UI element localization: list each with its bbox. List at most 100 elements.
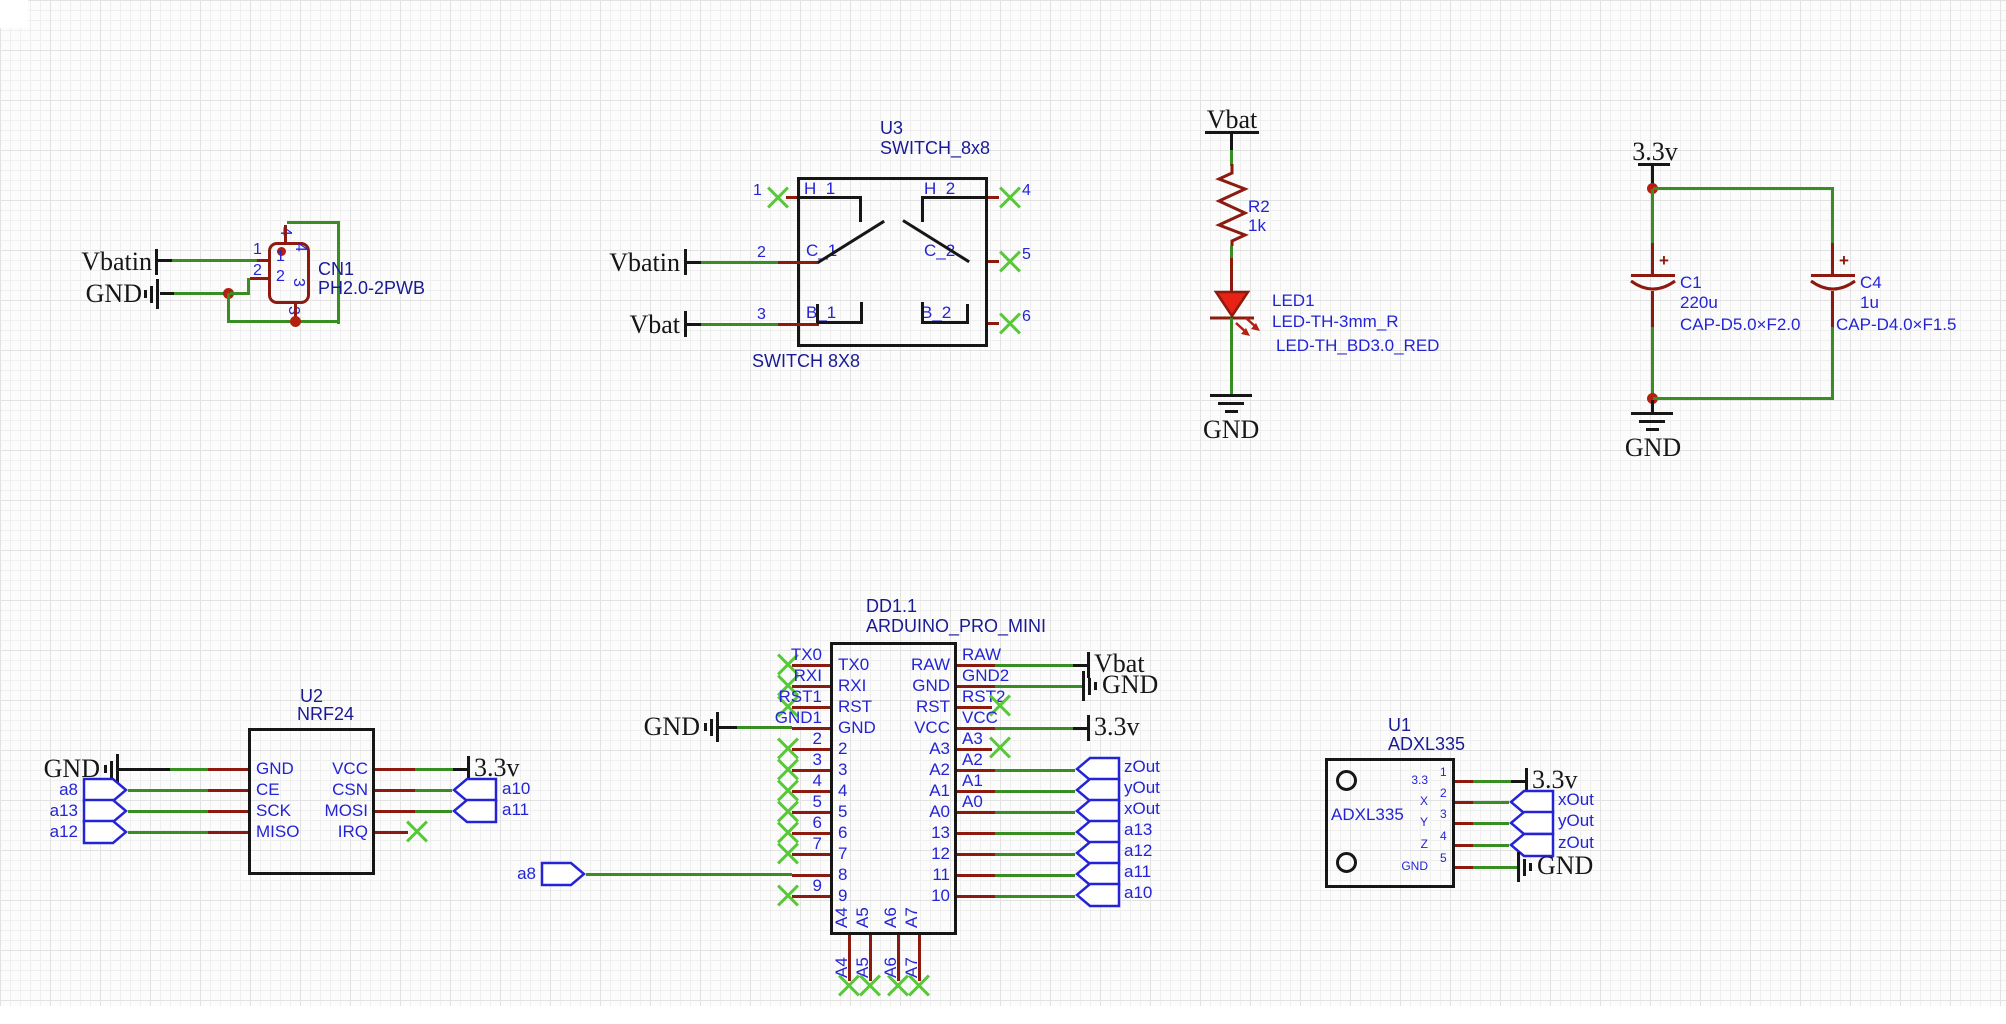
pin-stub[interactable] bbox=[778, 261, 819, 264]
pin-stub[interactable] bbox=[792, 853, 830, 856]
capacitor-curved-plate[interactable] bbox=[1809, 279, 1857, 297]
pin-stub[interactable] bbox=[1455, 780, 1473, 783]
wire-segment[interactable] bbox=[995, 832, 1075, 835]
pin-stub[interactable] bbox=[1651, 243, 1654, 276]
net-label[interactable]: TX0 bbox=[790, 645, 822, 664]
wire-segment[interactable] bbox=[995, 769, 1075, 772]
pin-stub[interactable] bbox=[792, 790, 830, 793]
part-reference[interactable]: DD1.1 bbox=[866, 596, 918, 616]
part-footprint[interactable]: CAP-D5.0×F2.0 bbox=[1680, 315, 1801, 334]
net-flag-icon[interactable] bbox=[452, 798, 498, 824]
net-flag-label[interactable]: yOut bbox=[1558, 811, 1594, 830]
net-port-label[interactable]: 3.3v bbox=[474, 753, 520, 782]
net-flag-icon[interactable] bbox=[1509, 832, 1555, 858]
part-reference[interactable]: CN1 bbox=[318, 259, 355, 279]
wire-segment[interactable] bbox=[1230, 318, 1233, 394]
wire-segment[interactable] bbox=[586, 873, 792, 876]
net-port-label[interactable]: GND bbox=[643, 712, 700, 741]
pin-stub[interactable] bbox=[250, 277, 268, 280]
pin-stub[interactable] bbox=[957, 685, 995, 688]
wire-segment[interactable] bbox=[227, 293, 230, 323]
net-flag-label[interactable]: a8 bbox=[517, 864, 536, 883]
wire-segment[interactable] bbox=[737, 726, 792, 729]
pin-stub[interactable] bbox=[294, 304, 297, 322]
wire-segment[interactable] bbox=[1831, 327, 1834, 397]
part-model[interactable]: LED-TH-3mm_R bbox=[1272, 312, 1399, 331]
capacitor-plate[interactable] bbox=[1811, 274, 1855, 277]
net-flag-label[interactable]: a13 bbox=[1124, 820, 1153, 839]
pin-stub[interactable] bbox=[957, 790, 995, 793]
pin-stub[interactable] bbox=[1455, 844, 1473, 847]
part-footprint[interactable]: CAP-D4.0×F1.5 bbox=[1836, 315, 1957, 334]
pin-stub[interactable] bbox=[792, 748, 830, 751]
wire-segment[interactable] bbox=[1230, 246, 1233, 258]
pin-stub[interactable] bbox=[957, 727, 995, 730]
pin-stub[interactable] bbox=[1831, 291, 1834, 327]
pin-stub[interactable] bbox=[1455, 822, 1473, 825]
wire-segment[interactable] bbox=[995, 664, 1073, 667]
part-name[interactable]: ADXL335 bbox=[1388, 734, 1466, 754]
net-port-label[interactable]: 3.3v bbox=[1632, 137, 1678, 166]
pin-stub[interactable] bbox=[957, 769, 995, 772]
part-caption[interactable]: SWITCH 8X8 bbox=[752, 351, 861, 371]
pin-stub[interactable] bbox=[1455, 801, 1473, 804]
net-label[interactable]: 4 bbox=[812, 771, 822, 790]
net-flag-icon[interactable] bbox=[1075, 882, 1121, 908]
pin-stub[interactable] bbox=[375, 768, 415, 771]
pin-stub[interactable] bbox=[284, 225, 287, 242]
net-flag-icon[interactable] bbox=[82, 798, 128, 824]
wire-segment[interactable] bbox=[415, 810, 452, 813]
wire-segment[interactable] bbox=[995, 874, 1075, 877]
wire-segment[interactable] bbox=[1651, 400, 1654, 412]
led-icon[interactable] bbox=[1205, 290, 1275, 348]
part-name[interactable]: SWITCH_8x8 bbox=[880, 138, 991, 158]
ic-body[interactable] bbox=[830, 642, 957, 935]
pin-stub[interactable] bbox=[1651, 291, 1654, 327]
wire-segment[interactable] bbox=[995, 811, 1075, 814]
wire-segment[interactable] bbox=[128, 789, 208, 792]
pin-stub[interactable] bbox=[792, 811, 830, 814]
net-port-label[interactable]: Vbatin bbox=[81, 247, 152, 276]
pin-stub[interactable] bbox=[792, 832, 830, 835]
wire-segment[interactable] bbox=[172, 259, 257, 262]
net-flag-icon[interactable] bbox=[82, 777, 128, 803]
net-label[interactable]: 6 bbox=[812, 813, 822, 832]
pin-stub[interactable] bbox=[957, 748, 992, 751]
part-package[interactable]: PH2.0-2PWB bbox=[318, 278, 426, 298]
wire-segment[interactable] bbox=[1651, 166, 1654, 184]
part-reference[interactable]: LED1 bbox=[1272, 291, 1315, 310]
net-label[interactable]: GND2 bbox=[962, 666, 1010, 685]
part-reference[interactable]: U2 bbox=[300, 686, 324, 706]
pin-stub[interactable] bbox=[786, 196, 797, 199]
net-label[interactable]: A1 bbox=[962, 771, 983, 790]
pin-stub[interactable] bbox=[1831, 243, 1834, 276]
wire-segment[interactable] bbox=[995, 790, 1075, 793]
net-port-label[interactable]: Vbatin bbox=[609, 248, 680, 277]
wire-segment[interactable] bbox=[1473, 866, 1517, 869]
net-port-label[interactable]: GND bbox=[85, 279, 142, 308]
part-name[interactable]: ARDUINO_PRO_MINI bbox=[866, 616, 1047, 636]
horizontal-scrollbar-track[interactable] bbox=[0, 1006, 2006, 1024]
net-port-label[interactable]: Vbat bbox=[1094, 649, 1145, 678]
pin-stub[interactable] bbox=[375, 831, 408, 834]
net-flag-label[interactable]: yOut bbox=[1124, 778, 1160, 797]
wire-segment[interactable] bbox=[687, 261, 701, 264]
wire-segment[interactable] bbox=[247, 278, 250, 293]
net-flag-label[interactable]: a11 bbox=[502, 800, 530, 819]
pin-stub[interactable] bbox=[988, 322, 999, 325]
wire-segment[interactable] bbox=[158, 259, 174, 262]
pin-stub[interactable] bbox=[208, 768, 248, 771]
net-port-label[interactable]: Vbat bbox=[1206, 105, 1258, 134]
net-label[interactable]: 7 bbox=[812, 834, 822, 853]
net-flag-icon[interactable] bbox=[540, 861, 586, 887]
wire-segment[interactable] bbox=[1473, 822, 1509, 825]
net-flag-icon[interactable] bbox=[82, 819, 128, 845]
wire-segment[interactable] bbox=[1831, 189, 1834, 243]
part-reference[interactable]: U3 bbox=[880, 118, 904, 138]
wire-segment[interactable] bbox=[1230, 134, 1233, 150]
net-label[interactable]: RXI bbox=[793, 666, 822, 685]
pin-stub[interactable] bbox=[848, 935, 851, 981]
pin-stub[interactable] bbox=[1230, 258, 1233, 292]
net-port-label[interactable]: GND bbox=[1624, 433, 1682, 462]
